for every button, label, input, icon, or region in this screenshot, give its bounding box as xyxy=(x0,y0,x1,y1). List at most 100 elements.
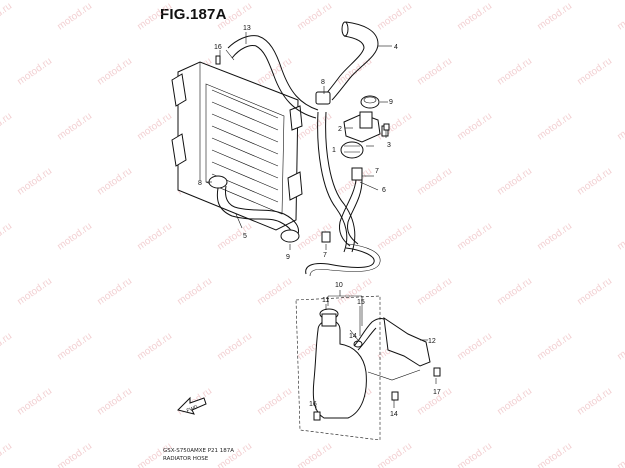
watermark-text: motod.ru xyxy=(215,221,254,253)
watermark-text: motod.ru xyxy=(495,386,534,418)
callout-7-upper: 7 xyxy=(375,168,379,175)
watermark-text: motod.ru xyxy=(255,56,294,88)
watermark-text: motod.ru xyxy=(55,1,94,33)
callouts: 13 16 4 8 9 2 3 1 7 6 8 5 9 7 10 11 15 1… xyxy=(198,25,441,418)
watermark-text: motod.ru xyxy=(415,166,454,198)
watermark-text: motod.ru xyxy=(375,441,414,468)
watermark-text: motod.ru xyxy=(0,1,14,33)
callout-7-lower: 7 xyxy=(323,252,327,259)
watermark-text: motod.ru xyxy=(255,276,294,308)
watermark-text: motod.ru xyxy=(95,166,134,198)
callout-14-upper: 14 xyxy=(349,333,357,340)
callout-16-lower: 16 xyxy=(309,401,317,408)
watermark-text: motod.ru xyxy=(535,331,574,363)
watermark-text: motod.ru xyxy=(135,221,174,253)
watermark-text: motod.ru xyxy=(575,56,614,88)
watermark-text: motod.ru xyxy=(295,441,334,468)
breather-hose-15 xyxy=(353,316,431,381)
watermark-text: motod.ru xyxy=(495,276,534,308)
watermark-text: motod.ru xyxy=(375,221,414,253)
callout-8-upper: 8 xyxy=(321,79,325,86)
watermark-text: motod.ru xyxy=(0,331,14,363)
watermark-text: motod.ru xyxy=(295,1,334,33)
watermark-text: motod.ru xyxy=(455,1,494,33)
figure-title: FIG.187A xyxy=(160,6,227,23)
watermark-text: motod.ru xyxy=(215,331,254,363)
watermark-text: motod.ru xyxy=(55,111,94,143)
watermark-text: motod.ru xyxy=(495,166,534,198)
callout-4: 4 xyxy=(394,44,398,51)
fwd-label: FWD xyxy=(186,404,199,414)
watermark-text: motod.ru xyxy=(415,56,454,88)
watermark-text: motod.ru xyxy=(55,331,94,363)
callout-15: 15 xyxy=(357,299,365,306)
watermark-text: motod.ru xyxy=(575,166,614,198)
watermark-text: motod.ru xyxy=(0,111,14,143)
callout-17: 17 xyxy=(433,389,441,396)
watermark-text: motod.ru xyxy=(55,441,94,468)
watermark-text: motod.ru xyxy=(615,111,625,143)
watermark-text: motod.ru xyxy=(0,221,14,253)
callout-2: 2 xyxy=(338,126,342,133)
watermark-text: motod.ru xyxy=(135,1,174,33)
thermostat-housing xyxy=(340,95,389,159)
bolts xyxy=(215,55,441,421)
watermark-text: motod.ru xyxy=(15,56,54,88)
callout-9-upper: 9 xyxy=(389,99,393,106)
watermark-text: motod.ru xyxy=(495,56,534,88)
callout-12: 12 xyxy=(428,338,436,345)
watermark-text: motod.ru xyxy=(95,386,134,418)
watermark-text: motod.ru xyxy=(15,276,54,308)
leader-lines xyxy=(206,32,437,410)
watermark-text: motod.ru xyxy=(135,111,174,143)
watermark-text: motod.ru xyxy=(535,111,574,143)
reservoir-tank xyxy=(295,295,381,441)
watermark-text: motod.ru xyxy=(0,441,14,468)
watermark-text: motod.ru xyxy=(615,1,625,33)
watermark-text: motod.ru xyxy=(255,386,294,418)
watermark-text: motod.ru xyxy=(455,331,494,363)
watermark-text: motod.ru xyxy=(455,221,494,253)
callout-10: 10 xyxy=(335,282,343,289)
watermark-text: motod.ru xyxy=(135,441,174,468)
overflow-hose xyxy=(305,243,381,277)
watermark-text: motod.ru xyxy=(55,221,94,253)
hose-13 xyxy=(225,35,319,119)
callout-9-lower: 9 xyxy=(286,254,290,261)
watermark-text: motod.ru xyxy=(215,441,254,468)
watermark-text: motod.ru xyxy=(535,1,574,33)
hose-6 xyxy=(339,167,363,247)
watermark-text: motod.ru xyxy=(175,276,214,308)
watermark-text: motod.ru xyxy=(575,386,614,418)
hose-5 xyxy=(208,175,300,243)
watermark-text: motod.ru xyxy=(15,386,54,418)
watermark-text: motod.ru xyxy=(615,331,625,363)
callout-1: 1 xyxy=(332,147,336,154)
watermark-text: motod.ru xyxy=(95,56,134,88)
watermark-text: motod.ru xyxy=(575,276,614,308)
callout-14-lower: 14 xyxy=(390,411,398,418)
clamp-8-upper xyxy=(315,91,356,253)
watermark-text: motod.ru xyxy=(95,276,134,308)
callout-3: 3 xyxy=(387,142,391,149)
watermark-text: motod.ru xyxy=(535,441,574,468)
footer-model-code: GSX-S750AMXE P21 187A xyxy=(163,448,235,454)
callout-5: 5 xyxy=(243,233,247,240)
callout-6: 6 xyxy=(382,187,386,194)
watermark-text: motod.ru xyxy=(455,441,494,468)
watermark-text: motod.ru xyxy=(335,276,374,308)
callout-16-upper: 16 xyxy=(214,44,222,51)
watermark-text: motod.ru xyxy=(615,441,625,468)
watermark-text: motod.ru xyxy=(15,166,54,198)
callout-11: 11 xyxy=(322,297,329,304)
fwd-arrow: FWD xyxy=(177,396,207,415)
watermark-text: motod.ru xyxy=(615,221,625,253)
hose-4 xyxy=(323,21,379,101)
watermark-text: motod.ru xyxy=(375,1,414,33)
callout-8-lower: 8 xyxy=(198,180,202,187)
watermark-text: motod.ru xyxy=(455,111,494,143)
watermark-text: motod.ru xyxy=(375,111,414,143)
watermark-text: motod.ru xyxy=(535,221,574,253)
